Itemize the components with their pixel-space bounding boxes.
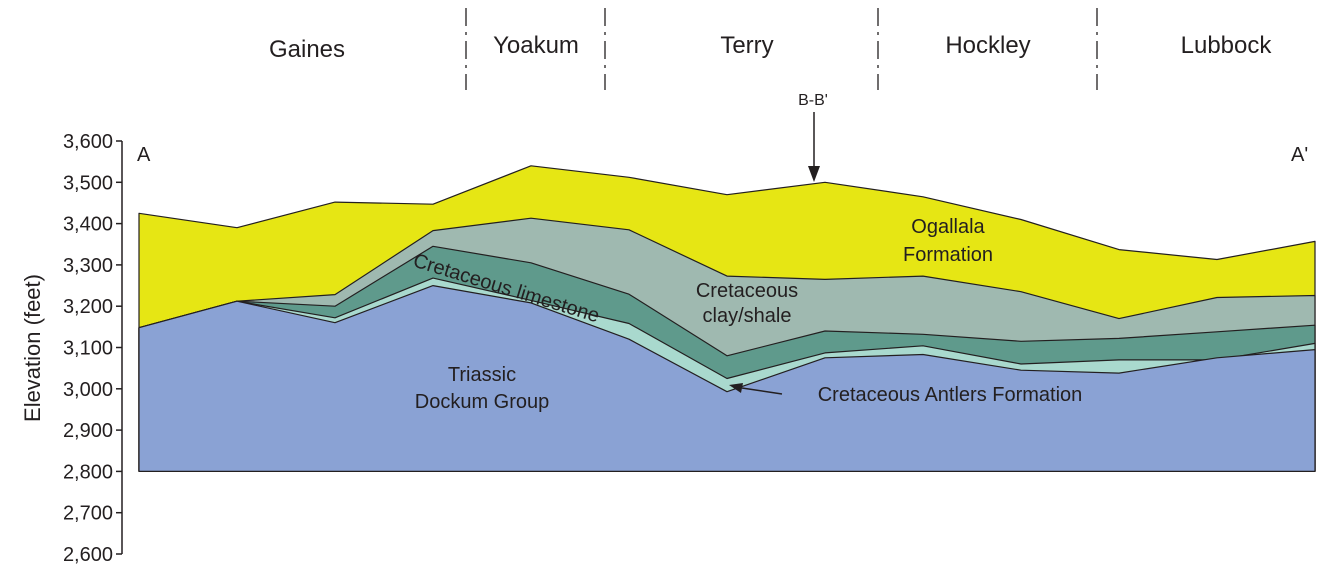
axis-tick-label: 3,300 (63, 255, 113, 277)
axis-tick-label: 3,200 (63, 296, 113, 318)
axis-tick-label: 3,500 (63, 172, 113, 194)
axis-tick-label: 2,900 (63, 420, 113, 442)
unit-label-ogallala-line2: Formation (903, 244, 993, 266)
axis-ticks: 3,600 3,500 3,400 3,300 3,200 3,100 3,000 2,900… (63, 131, 122, 566)
unit-label-ogallala-line1: Ogallala (911, 216, 985, 238)
county-label-hockley: Hockley (945, 32, 1030, 59)
crossing-arrow-head (808, 166, 820, 182)
crossing-marker: B-B' (798, 92, 828, 182)
crossing-marker-label: B-B' (798, 92, 828, 109)
unit-label-clay-shale-line1: Cretaceous (696, 280, 798, 302)
axis-tick-label: 3,100 (63, 338, 113, 360)
county-label-terry: Terry (720, 32, 773, 59)
county-labels: Gaines Yoakum Terry Hockley Lubbock (269, 32, 1272, 63)
axis-tick-label: 2,700 (63, 503, 113, 525)
unit-label-clay-shale-line2: clay/shale (703, 305, 792, 327)
unit-label-dockum-line2: Dockum Group (415, 391, 550, 413)
axis-tick-label: 2,600 (63, 544, 113, 566)
axis-tick-label: 3,000 (63, 379, 113, 401)
county-label-lubbock: Lubbock (1181, 32, 1273, 59)
unit-label-antlers: Cretaceous Antlers Formation (818, 384, 1083, 406)
elevation-axis: 3,600 3,500 3,400 3,300 3,200 3,100 3,000 2,900… (20, 131, 122, 566)
section-start-label: A (137, 144, 151, 166)
axis-tick-label: 3,400 (63, 214, 113, 236)
county-label-yoakum: Yoakum (493, 32, 579, 59)
axis-tick-label: 2,800 (63, 461, 113, 483)
axis-tick-label: 3,600 (63, 131, 113, 153)
county-label-gaines: Gaines (269, 36, 345, 63)
unit-label-dockum-line1: Triassic (448, 364, 516, 386)
axis-title: Elevation (feet) (20, 274, 45, 422)
section-end-label: A' (1291, 144, 1308, 166)
